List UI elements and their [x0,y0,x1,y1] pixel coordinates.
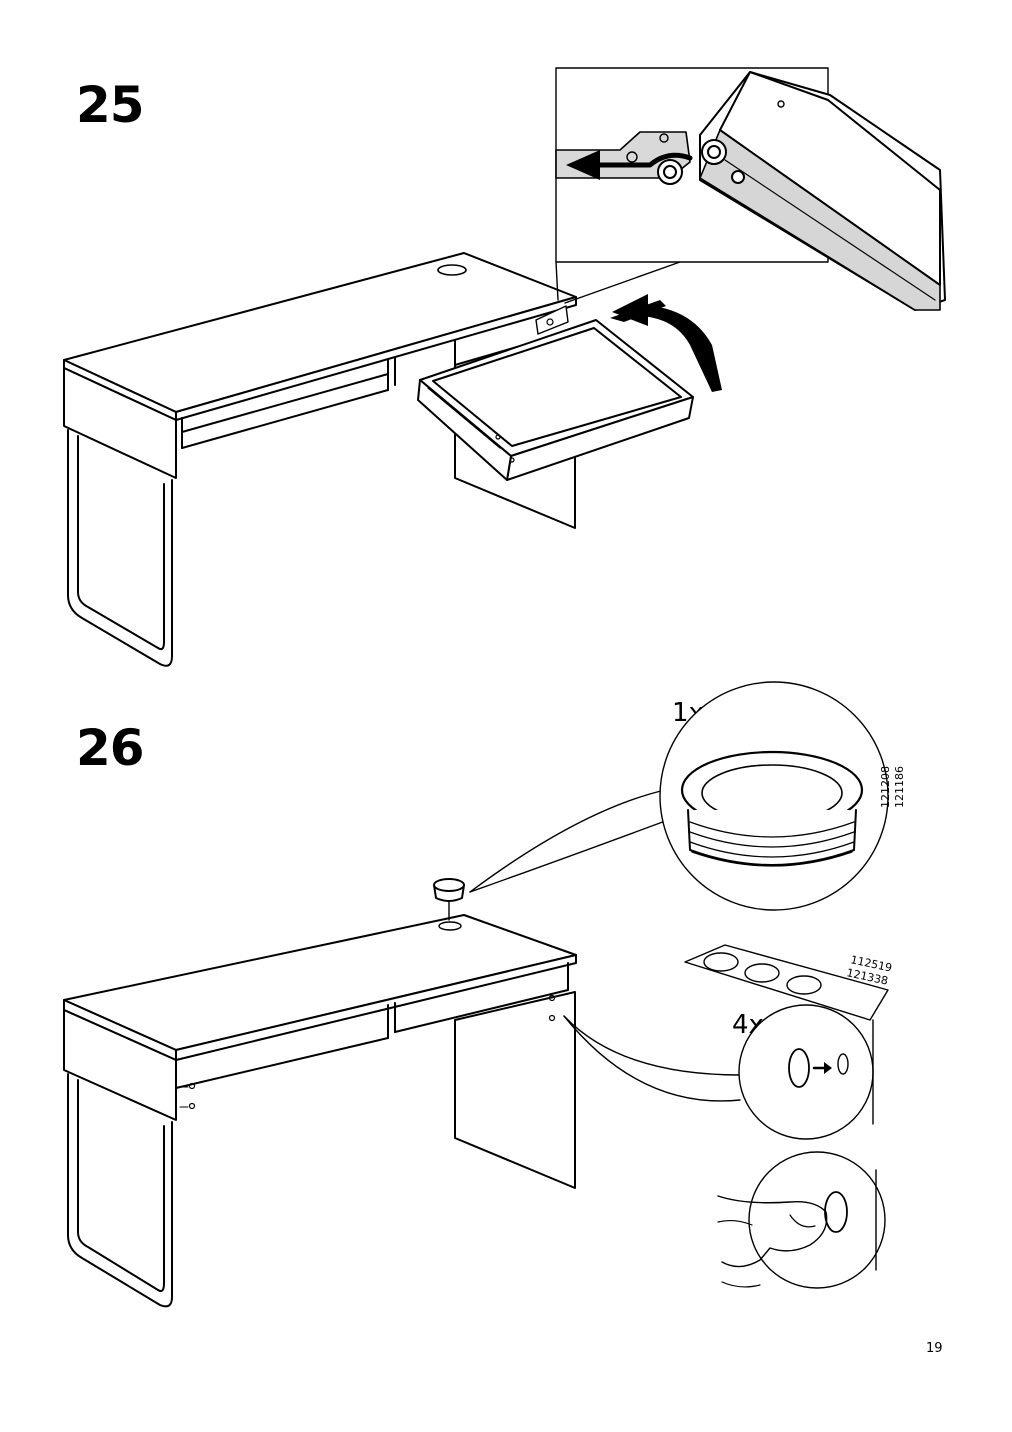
grommet-part-number-1: 121208 [879,766,892,808]
grommet-part-number-2: 121186 [893,766,906,808]
page-number: 19 [926,1341,943,1356]
step-25-detail-callout [555,67,946,311]
step-25-desk-illustration [63,252,722,667]
press-cap-magnifier [717,1151,886,1289]
step-26-desk-illustration [63,878,577,1308]
step-25-number: 25 [76,76,145,134]
cap-magnifier [563,1004,874,1140]
grommet-magnifier: 121208 121186 [469,681,906,911]
step-26-number: 26 [76,719,145,777]
